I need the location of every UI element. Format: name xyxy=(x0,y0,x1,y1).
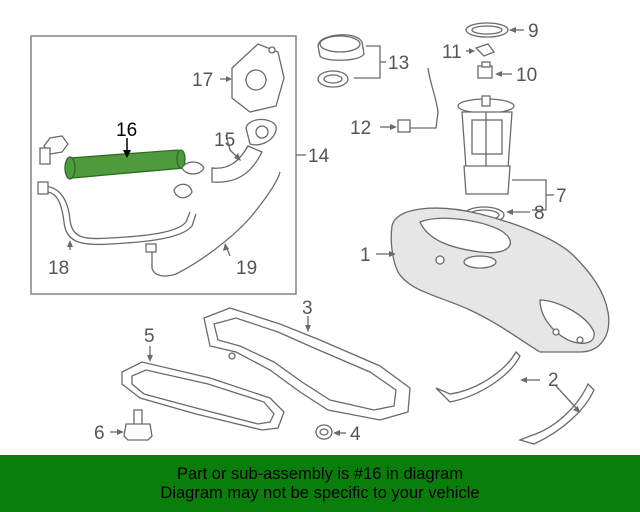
callout-3: 3 xyxy=(302,298,313,319)
callout-10: 10 xyxy=(516,65,537,86)
callout-7: 7 xyxy=(556,186,567,207)
banner-line-disclaimer: Diagram may not be specific to your vehi… xyxy=(160,483,480,502)
part-9-seal-ring xyxy=(465,22,509,38)
callout-9: 9 xyxy=(528,21,539,42)
callout-1: 1 xyxy=(360,245,371,266)
callout-14: 14 xyxy=(308,146,330,167)
parts-diagram: 1 2 3 4 5 6 7 8 9 10 11 12 13 14 15 16 1… xyxy=(30,21,610,445)
callout-6: 6 xyxy=(94,423,105,444)
part-2-tank-straps xyxy=(435,350,595,445)
callout-4: 4 xyxy=(350,424,361,445)
part-18-vent-hose xyxy=(37,181,197,246)
callout-12: 12 xyxy=(350,118,371,139)
part-11-clip xyxy=(474,43,496,57)
callout-15: 15 xyxy=(214,130,235,151)
part-6-bolt xyxy=(123,409,153,441)
info-banner: Part or sub-assembly is #16 in diagram D… xyxy=(0,455,640,512)
part-3-shield xyxy=(203,307,411,421)
callout-13: 13 xyxy=(388,53,409,74)
part-17-heat-shield xyxy=(231,43,285,113)
part-13-fuel-cap xyxy=(317,34,365,88)
callout-8: 8 xyxy=(534,203,545,224)
part-1-fuel-tank xyxy=(390,207,610,353)
callout-18: 18 xyxy=(48,258,69,279)
hose-clamps xyxy=(39,135,205,199)
part-15-filler-neck xyxy=(211,118,277,183)
callout-19: 19 xyxy=(236,258,257,279)
part-5-lower-shield xyxy=(121,361,285,431)
part-12-sender xyxy=(397,67,439,133)
callout-11: 11 xyxy=(442,42,462,63)
part-19-vent-tube xyxy=(145,171,281,277)
part-7-fuel-pump-module xyxy=(457,95,515,195)
banner-line-part: Part or sub-assembly is #16 in diagram xyxy=(176,464,464,483)
part-4-bushing xyxy=(315,424,333,440)
callout-16: 16 xyxy=(116,120,137,141)
callout-2: 2 xyxy=(548,370,559,391)
callout-17: 17 xyxy=(192,70,213,91)
callout-5: 5 xyxy=(144,326,155,347)
part-10-valve xyxy=(477,61,493,79)
part-16-filler-pipe xyxy=(64,149,186,180)
